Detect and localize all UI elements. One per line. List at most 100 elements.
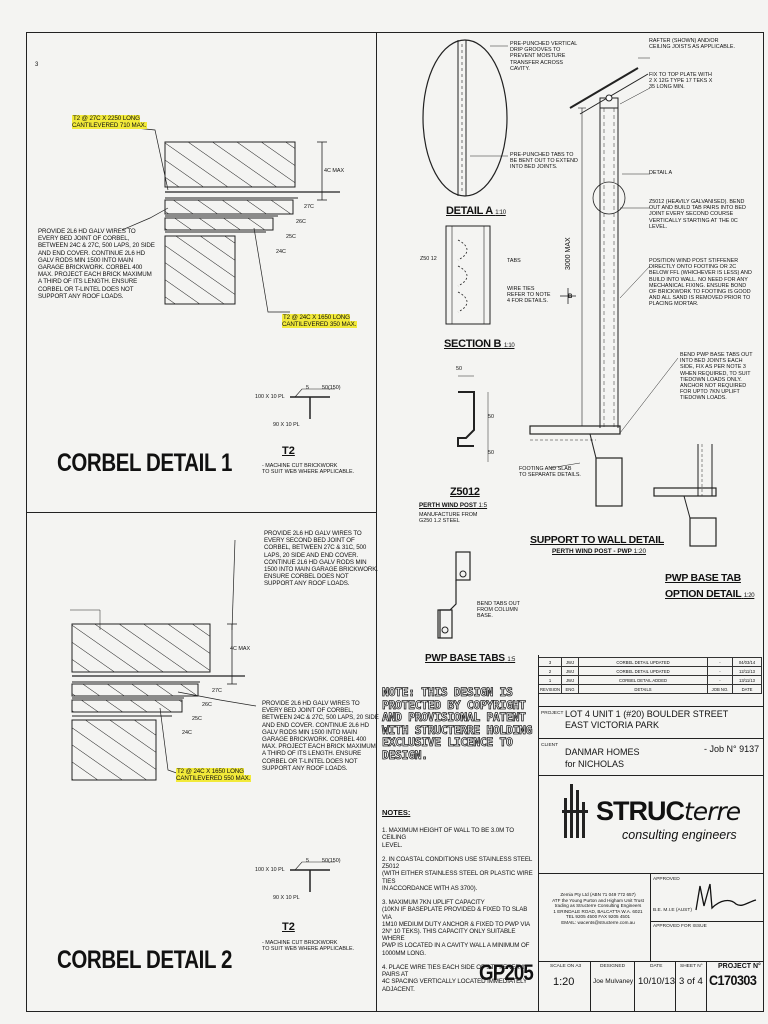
approved-name: B.E. M.I.E (AUST) xyxy=(653,908,692,913)
date-value: 10/10/13 xyxy=(638,976,675,987)
t2-2-plate: 100 x 10 PL xyxy=(255,867,285,873)
corbel-2-dim-max: 4c MAX xyxy=(230,646,251,652)
approved-label: APPROVED xyxy=(653,877,680,882)
corbel-1-left-note: PROVIDE 2L6 HD GALV WIRES TO EVERY BED J… xyxy=(38,228,155,300)
corbel-1-course-27: 27c xyxy=(304,204,314,210)
project-line-1: LOT 4 UNIT 1 (#20) BOULDER STREET xyxy=(565,709,729,719)
detail-a-note-grooves: PRE-PUNCHED VERTICAL DRIP GROOVES TO PRE… xyxy=(510,41,578,72)
date-label: DATE xyxy=(650,964,663,969)
titleblock-top-line xyxy=(538,706,764,708)
corbel-1-bottom-note: T2 @ 24c x 1650 LONG CANTILEVERED 350 MA… xyxy=(282,314,358,329)
t2-section-2-drawing xyxy=(290,861,335,892)
t2-2-web: 90 x 10 PL xyxy=(273,895,300,901)
corbel-2-right-note: PROVIDE 2L6 HD GALV WIRES TO EVERY BED J… xyxy=(262,700,379,772)
support-dim-vertical: 3000 MAX xyxy=(565,237,572,270)
tb-col-2 xyxy=(634,961,636,1012)
t2-1-note: - MACHINE CUT BRICKWORK TO SUIT WEB WHER… xyxy=(262,463,355,476)
corbel-1-course-25: 25c xyxy=(286,234,296,240)
drawing-border xyxy=(26,32,764,1012)
support-title: SUPPORT TO WALL DETAIL xyxy=(530,534,664,546)
signature-icon xyxy=(695,883,757,911)
corbel-1-drawing xyxy=(121,127,340,313)
corbel-2-course-24: 24c xyxy=(182,730,192,736)
corbel-1-top-note: T2 @ 27c x 2250 LONG CANTILEVERED 710 MA… xyxy=(72,115,148,130)
project-number: C170303 xyxy=(709,972,757,988)
support-to-wall-drawing xyxy=(529,57,679,507)
corbel-2-drawing xyxy=(70,539,257,781)
job-number: - Job N° 9137 xyxy=(704,744,760,754)
z5012-title: Z5012 xyxy=(450,486,480,498)
drawing-number: GP205 xyxy=(479,960,534,985)
support-note-footing: FOOTING AND SLAB TO SEPARATE DETAILS. xyxy=(519,466,581,479)
sheet-label: SHEET N° xyxy=(680,964,703,969)
pwp-base-tabs-drawing xyxy=(437,551,471,639)
scale-value: 1:20 xyxy=(553,976,575,988)
structerre-logo-icon xyxy=(562,784,588,838)
z5012-subtitle: PERTH WIND POST 1:5 xyxy=(419,502,488,509)
client-line-2: for NICHOLAS xyxy=(565,759,625,769)
notes-heading: NOTES: xyxy=(382,808,411,817)
tb-col-3 xyxy=(675,961,677,1012)
support-note-z5012: Z5012 (HEAVILY GALVANISED). BEND OUT AND… xyxy=(649,199,746,230)
titleblock-approval-divider xyxy=(650,873,652,961)
t2-section-1-drawing xyxy=(290,388,335,419)
tb-col-1 xyxy=(590,961,592,1012)
titleblock-left-line xyxy=(538,655,540,1011)
corbel-1-title: CORBEL DETAIL 1 xyxy=(57,449,232,477)
corbel-2-top-note: PROVIDE 2L6 HD GALV WIRES TO EVERY SECON… xyxy=(264,530,378,588)
z5012-dim-mid: 50 xyxy=(488,414,494,420)
t2-2-weld-spacing: 50(150) xyxy=(322,858,341,864)
sheet-value: 3 of 4 xyxy=(679,976,703,987)
z5012-note: MANUFACTURE FROM G250 1.2 STEEL xyxy=(419,512,478,525)
pwp-option-title-2: OPTION DETAIL 1:20 xyxy=(665,588,755,600)
pwp-base-tabs-title: PWP BASE TABS 1:5 xyxy=(425,653,516,664)
titleblock-approval-line xyxy=(650,921,764,923)
t2-1-weld-spacing: 50(150) xyxy=(322,385,341,391)
support-note-position: POSITION WIND POST STIFFENER DIRECTLY ON… xyxy=(649,258,752,308)
corbel-2-bottom-note: T2 @ 24c x 1650 LONG CANTILEVERED 550 MA… xyxy=(176,768,252,783)
corbel-2-title: CORBEL DETAIL 2 xyxy=(57,946,232,974)
detail-a-title: DETAIL A 1:10 xyxy=(446,205,506,217)
t2-2-title: T2 xyxy=(282,921,295,933)
support-note-bend: BEND PWP BASE TABS OUT INTO BED JOINTS E… xyxy=(680,352,753,402)
titleblock-line-3 xyxy=(538,775,764,777)
note-item: 1. MAXIMUM HEIGHT OF WALL TO BE 3.0m TO … xyxy=(382,827,514,849)
project-line-2: EAST VICTORIA PARK xyxy=(565,720,660,730)
client-line-1: DANMAR HOMES xyxy=(565,747,640,757)
pwp-option-drawing xyxy=(653,444,717,547)
detail-a-drawing xyxy=(422,39,508,197)
support-note-rafter: RAFTER (SHOWN) AND/OR CEILING JOISTS AS … xyxy=(649,38,735,51)
section-b-drawing xyxy=(445,225,491,325)
corbel-2-course-26: 26c xyxy=(202,702,212,708)
t2-1-title: T2 xyxy=(282,445,295,457)
note-item: 4. PLACE WIRE TIES EACH SIDE OF STIFFENE… xyxy=(382,964,528,993)
tb-col-4 xyxy=(706,961,708,1012)
project-label: PROJECT xyxy=(541,711,564,716)
corbel-2-course-27: 27c xyxy=(212,688,222,694)
scale-label: SCALE ON A3 xyxy=(550,964,582,969)
t2-1-plate: 100 x 10 PL xyxy=(255,394,285,400)
client-label: CLIENT xyxy=(541,743,559,748)
pwp-option-title-1: PWP BASE TAB xyxy=(665,572,741,584)
note-item: 2. IN COASTAL CONDITIONS USE STAINLESS S… xyxy=(382,856,533,892)
pwp-base-tabs-note: BEND TABS OUT FROM COLUMN BASE. xyxy=(477,601,520,620)
page-number: 3 xyxy=(35,62,39,68)
structerre-tagline: consulting engineers xyxy=(622,828,737,842)
designed-label: DESIGNED xyxy=(600,964,626,969)
notes-list: 1. MAXIMUM HEIGHT OF WALL TO BE 3.0m TO … xyxy=(382,820,538,1000)
t2-1-web: 90 x 10 PL xyxy=(273,422,300,428)
section-b-z-label: Z50 12 xyxy=(420,256,437,262)
sheet-divider-vertical xyxy=(376,32,378,1012)
note-item: 3. MAXIMUM 7kN UPLIFT CAPACITY (10kN IF … xyxy=(382,899,530,957)
copyright-notice: NOTE: THIS DESIGN IS PROTECTED BY COPYRI… xyxy=(382,685,533,762)
corbel-1-dim-max: 4c MAX xyxy=(324,168,345,174)
t2-2-note: - MACHINE CUT BRICKWORK TO SUIT WEB WHER… xyxy=(262,940,355,953)
corbel-1-course-24: 24c xyxy=(276,249,286,255)
structerre-address: Zemia Pty Ltd (ABN 71 049 772 657) ATF t… xyxy=(552,892,644,925)
support-marker-b: B xyxy=(568,294,573,300)
